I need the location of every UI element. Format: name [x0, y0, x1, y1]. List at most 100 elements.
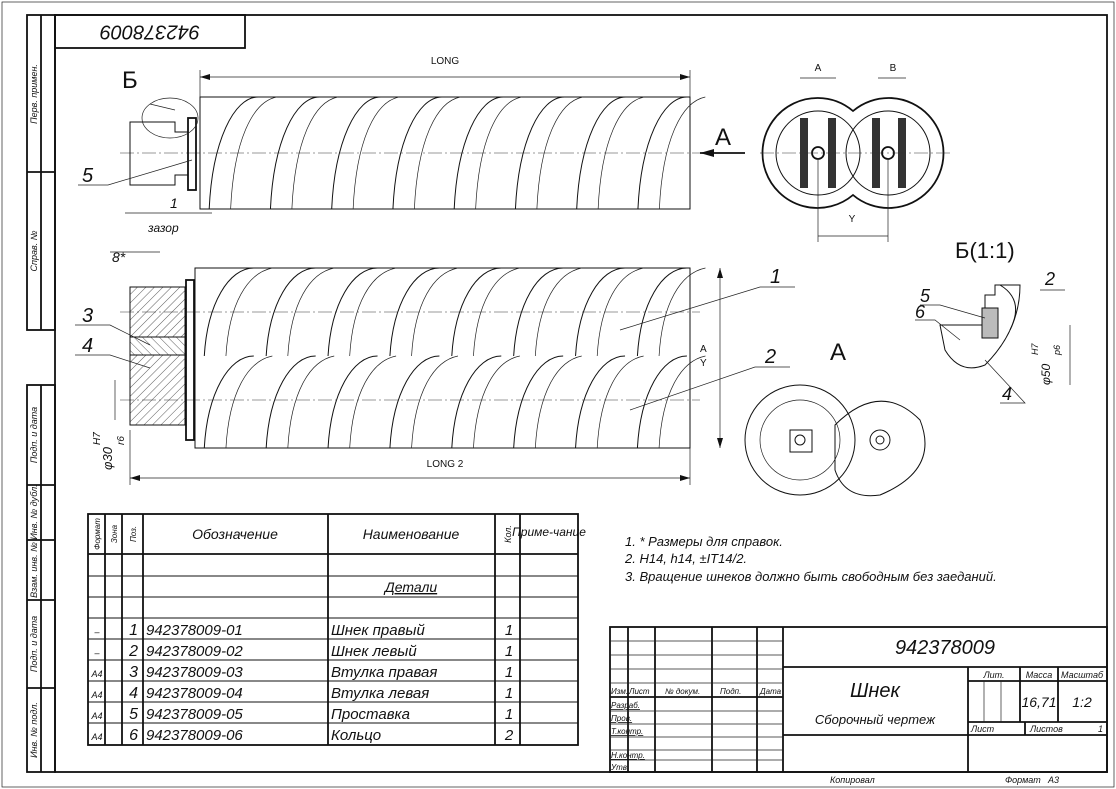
- end-view: A B Y: [760, 63, 950, 242]
- auger-flight-edge: [451, 355, 502, 449]
- cell-pos: 5: [129, 706, 138, 723]
- specification-table: Формат Зона Поз. Обозначение Наименовани…: [87, 513, 586, 746]
- cell-format: –: [93, 648, 100, 658]
- cell-pos: 1: [129, 622, 138, 639]
- view-a-label: А: [830, 339, 846, 366]
- auger-flight-edge: [287, 355, 335, 449]
- bushings-section: [129, 279, 195, 441]
- auger-flight-edge: [596, 355, 644, 449]
- detail-b: Б(1:1) 5 6 2 4 φ50 H7 p6: [915, 238, 1071, 404]
- auger-flight-edge: [411, 267, 459, 357]
- dim-y-label: Y: [849, 214, 856, 225]
- auger-flight-edge: [513, 355, 564, 449]
- tb-copied: Копировал: [830, 775, 875, 785]
- auger-flight-edge: [475, 96, 522, 210]
- auger-flight-edge: [208, 96, 259, 210]
- auger-flight-edge: [453, 96, 504, 210]
- auger-flight-edge: [352, 96, 400, 210]
- dim-long: LONG: [431, 56, 460, 67]
- view-arrow-a: А: [715, 124, 731, 151]
- tb-mass-label: Масса: [1026, 670, 1053, 680]
- header-qty: Кол.: [503, 525, 513, 543]
- cell-format: –: [93, 627, 100, 637]
- auger-flight-edge: [414, 96, 461, 210]
- auger-flight-edge: [473, 355, 520, 449]
- auger-flight-edge: [349, 355, 397, 449]
- auger-flight-edge: [411, 355, 459, 449]
- cell-qty: 1: [505, 622, 513, 639]
- auger-flight-edge: [265, 267, 316, 357]
- auger-flight-edge: [327, 355, 378, 449]
- auger-flight-edge: [451, 267, 502, 357]
- view-a: А: [744, 339, 926, 497]
- cell-qty: 1: [505, 706, 513, 723]
- auger-flights-front: [203, 267, 706, 449]
- auger-flight-edge: [392, 96, 442, 210]
- cell-pos: 6: [129, 727, 138, 744]
- tb-role: Н.контр.: [611, 751, 645, 760]
- auger-flight-edge: [575, 267, 626, 357]
- header-name: Наименование: [363, 526, 460, 542]
- auger-flight-edge: [597, 96, 645, 210]
- cell-format: A4: [90, 732, 102, 742]
- cell-pos: 3: [129, 664, 138, 681]
- spacer-top: [187, 117, 197, 191]
- cell-name: Шнек левый: [331, 643, 417, 660]
- header-format: Формат: [93, 518, 102, 550]
- section-label-b: Б: [122, 67, 138, 94]
- header-zone: Зона: [110, 524, 119, 543]
- note-2: 2. H14, h14, ±IT14/2.: [624, 551, 747, 566]
- auger-flight-edge: [203, 267, 254, 357]
- auger-flight-edge: [596, 267, 644, 357]
- tb-role: Пров.: [611, 714, 632, 723]
- cell-designation: 942378009-01: [146, 622, 243, 639]
- front-dim-a: A: [700, 344, 707, 355]
- auger-flight-edge: [331, 96, 381, 210]
- side-strip: Перв. примен. Справ. № Подп. и дата Инв.…: [26, 14, 56, 773]
- front-dim-y: Y: [700, 358, 707, 369]
- strip-label: Взам. инв. №: [29, 542, 39, 598]
- pos-1-label: 1: [770, 266, 781, 288]
- auger-flight-edge: [349, 267, 397, 357]
- tb-lit-label: Лит.: [982, 670, 1004, 680]
- auger-flight-edge: [534, 355, 582, 449]
- cell-name: Шнек правый: [331, 622, 425, 639]
- cell-format: A4: [90, 669, 102, 679]
- tb-format: A3: [1047, 775, 1059, 785]
- pos-4-label: 4: [82, 335, 93, 357]
- auger-flight-edge: [389, 355, 440, 449]
- tb-scale-label: Масштаб: [1061, 670, 1104, 680]
- strip-label: Перв. примен.: [29, 64, 39, 124]
- note-1: 1. * Размеры для справок.: [625, 534, 783, 549]
- pos-2-label: 2: [764, 346, 776, 368]
- tb-role: Разраб.: [611, 701, 640, 710]
- auger-flight-edge: [269, 96, 320, 210]
- tb-scale: 1:2: [1072, 694, 1092, 710]
- auger-flight-edge: [575, 355, 626, 449]
- gap-value: 1: [170, 195, 178, 211]
- tb-format-label: Формат: [1005, 775, 1041, 785]
- auger-flight-edge: [534, 267, 582, 357]
- cell-designation: 942378009-05: [146, 706, 243, 723]
- header-pos: Поз.: [129, 526, 138, 542]
- auger-flight-edge: [327, 267, 378, 357]
- stamp-box: [54, 14, 246, 49]
- strip-label: Справ. №: [29, 230, 39, 271]
- detail-fit-top: H7: [1030, 343, 1040, 355]
- detail-pos-2: 2: [1044, 269, 1055, 289]
- section-details: Детали: [383, 579, 438, 595]
- front-dia: φ30: [100, 446, 115, 470]
- detail-fit-bottom: p6: [1052, 345, 1062, 356]
- top-view: LONG Б 5 1 зазор А: [78, 56, 745, 235]
- auger-flight-edge: [225, 355, 273, 449]
- auger-flight-edge: [203, 355, 254, 449]
- tb-mass: 16,71: [1021, 694, 1056, 710]
- auger-flight-edge: [658, 267, 706, 357]
- tb-role: Т.контр.: [611, 727, 643, 736]
- cell-qty: 2: [504, 727, 514, 744]
- front-view: 8* 3 4 φ30 H7 r6 A Y LONG 2 1 2: [75, 249, 795, 485]
